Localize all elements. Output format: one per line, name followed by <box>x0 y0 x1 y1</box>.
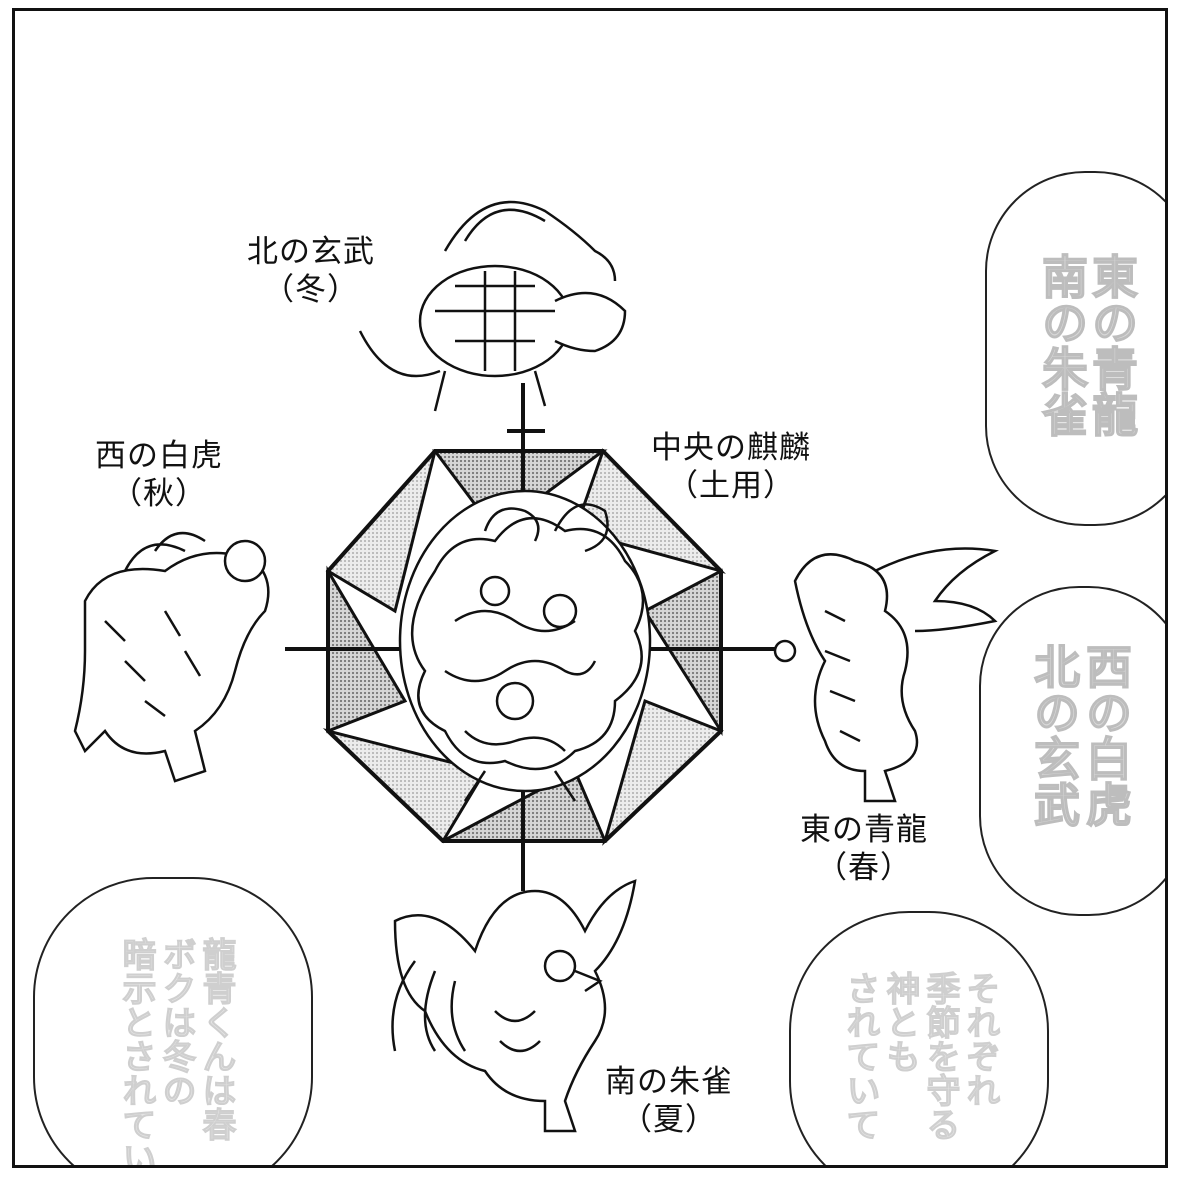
bubble-top-right-line-2: 南の朱雀 <box>1034 252 1090 438</box>
center-season: （土用） <box>667 468 795 504</box>
center-name: 中央の麒麟 <box>651 430 811 466</box>
center-label: 中央の麒麟 （土用） <box>651 429 811 505</box>
west-label: 西の白虎 （秋） <box>95 437 223 513</box>
north-label: 北の玄武 （冬） <box>247 233 375 309</box>
west-season: （秋） <box>111 476 207 512</box>
bubble-bottom-left-line-2: ボクは冬の <box>156 937 197 1108</box>
north-name: 北の玄武 <box>247 234 375 270</box>
bubble-middle-right-line-2: 北の玄武 <box>1026 642 1082 828</box>
azure-dragon-icon <box>773 547 999 803</box>
bubble-top-right-line-1: 東の青龍 <box>1084 252 1140 438</box>
west-name: 西の白虎 <box>95 438 223 474</box>
speech-bubble-bottom-right: それぞれ 季節を守る 神とも されていて <box>789 911 1049 1165</box>
east-name: 東の青龍 <box>800 812 928 848</box>
black-tortoise-icon <box>358 200 627 412</box>
south-label: 南の朱雀 （夏） <box>605 1063 733 1139</box>
bubble-bottom-right-line-4: されていて <box>840 971 881 1142</box>
east-label: 東の青龍 （春） <box>800 811 928 887</box>
south-season: （夏） <box>621 1102 717 1138</box>
speech-bubble-top-right: 東の青龍 南の朱雀 <box>985 171 1165 526</box>
bubble-middle-right-line-1: 西の白虎 <box>1078 642 1134 828</box>
white-tiger-icon <box>73 531 270 783</box>
bubble-bottom-right-line-1: それぞれ <box>960 971 1001 1108</box>
speech-bubble-bottom-left: 龍青くんは春 ボクは冬の 暗示とされている <box>33 877 313 1168</box>
manga-panel: 北の玄武 （冬） 西の白虎 （秋） 中央の麒麟 （土用） 東の青龍 （春） 南の… <box>12 8 1168 1168</box>
bubble-bottom-right-line-2: 季節を守る <box>920 971 961 1142</box>
speech-bubble-middle-right: 西の白虎 北の玄武 <box>979 586 1165 916</box>
north-season: （冬） <box>263 272 359 308</box>
south-name: 南の朱雀 <box>605 1064 733 1100</box>
vermilion-bird-icon <box>391 879 637 1133</box>
five-directions-illustration <box>73 200 999 1133</box>
bubble-bottom-left-line-3: 暗示とされている <box>116 937 157 1168</box>
east-season: （春） <box>816 850 912 886</box>
bubble-bottom-left-line-1: 龍青くんは春 <box>196 937 237 1142</box>
bubble-bottom-right-line-3: 神とも <box>880 971 921 1074</box>
qilin-icon <box>398 489 652 802</box>
